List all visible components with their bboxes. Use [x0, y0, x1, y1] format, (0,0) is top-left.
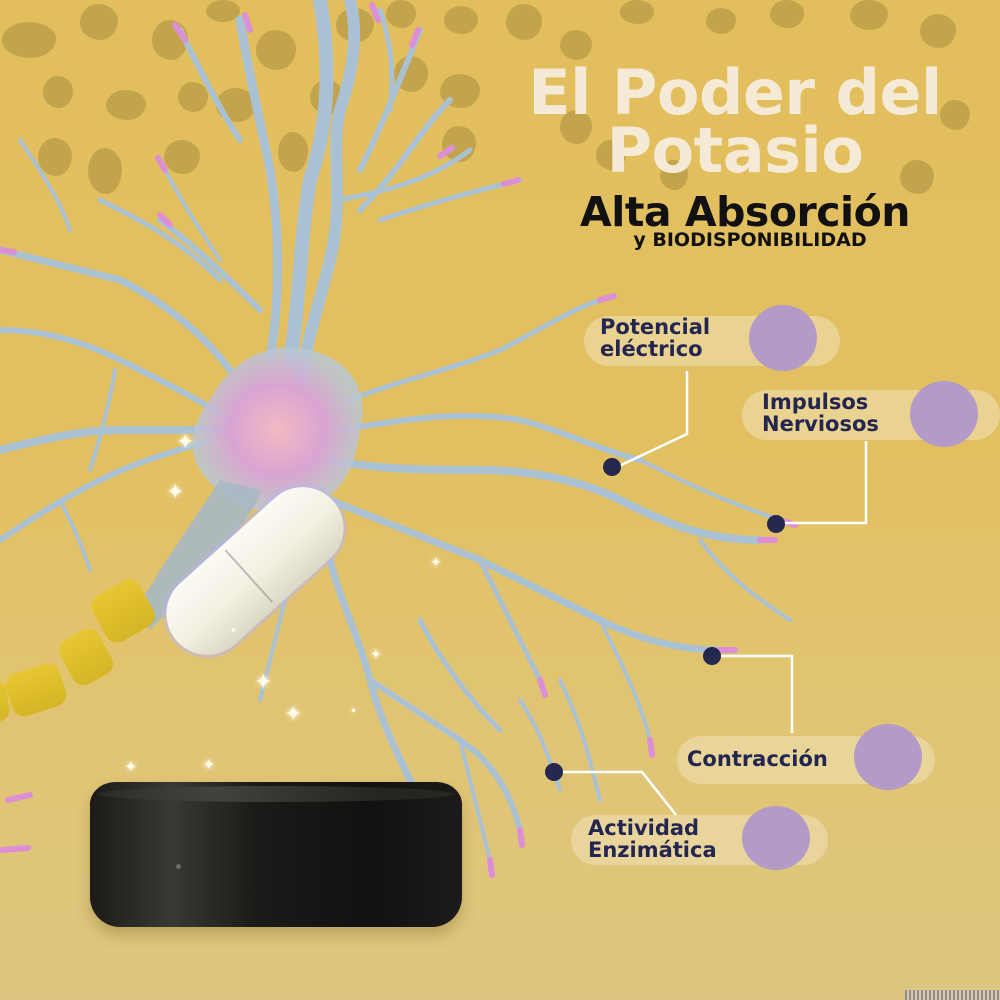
background-spot	[706, 8, 736, 34]
background-spot	[80, 4, 118, 40]
floor-edge-artifact	[905, 990, 1000, 1000]
background-spot	[278, 132, 308, 172]
background-spot	[660, 160, 688, 190]
background-spot	[444, 6, 478, 34]
label-bubble	[910, 381, 978, 447]
label-text: Impulsos Nerviosos	[762, 390, 879, 436]
pedestal-indicator-light	[176, 864, 181, 869]
sparkle-icon: ✦	[370, 647, 382, 663]
background-spot	[164, 140, 200, 174]
subtitle-secondary: y BIODISPONIBILIDAD	[633, 229, 867, 251]
pedestal-base	[90, 782, 462, 927]
background-spot	[920, 14, 956, 48]
background-spot	[620, 0, 654, 24]
background-spot	[560, 110, 592, 144]
background-spot	[850, 0, 888, 30]
sparkle-icon: ✦	[176, 430, 195, 455]
sparkle-icon: ✦	[124, 757, 138, 776]
sparkle-icon: •	[230, 624, 238, 638]
subtitle-main: Alta Absorción	[580, 188, 910, 236]
background-spot	[596, 140, 626, 170]
sparkle-icon: ✦	[202, 755, 216, 774]
background-spot	[88, 148, 122, 194]
label-text: Actividad Enzimática	[588, 816, 717, 862]
background-spot	[940, 100, 970, 130]
title-line-2: Potasio	[606, 114, 864, 187]
label-text: Contracción	[687, 747, 828, 771]
background-spot	[256, 30, 296, 70]
label-bubble	[854, 724, 922, 790]
background-spot	[106, 90, 146, 120]
background-spot	[2, 22, 56, 58]
background-spot	[38, 138, 72, 176]
sparkle-icon: ✦	[254, 670, 273, 695]
label-dot	[603, 458, 621, 476]
capsule-seam	[224, 549, 274, 604]
background-spot	[506, 4, 542, 40]
pedestal-top-edge	[98, 786, 454, 802]
label-dot	[545, 763, 563, 781]
page-title: El Poder del Potasio	[500, 56, 970, 187]
label-text: Potencial eléctrico	[600, 315, 711, 361]
background-spot	[206, 0, 240, 22]
background-spot	[178, 82, 208, 112]
background-spot	[560, 30, 592, 60]
sparkle-icon: ✦	[430, 555, 442, 571]
background-spot	[386, 0, 416, 28]
background-spot	[900, 160, 934, 194]
sparkle-icon: ✦	[284, 702, 303, 727]
sparkle-icon: •	[350, 704, 358, 718]
label-bubble	[742, 806, 810, 870]
sparkle-icon: ✦	[166, 480, 185, 505]
label-bubble	[749, 305, 817, 371]
label-dot	[703, 647, 721, 665]
title-line-1: El Poder del	[528, 56, 942, 129]
background-spot	[770, 0, 804, 28]
label-dot	[767, 515, 785, 533]
background-spot	[43, 76, 73, 108]
